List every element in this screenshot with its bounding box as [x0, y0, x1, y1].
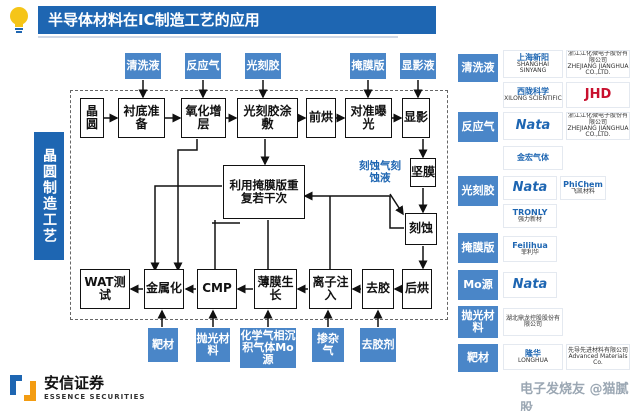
- material-cleaning-liquid: 清洗液: [125, 53, 161, 79]
- material-target: 靶材: [148, 328, 178, 362]
- panel-label-target: 靶材: [458, 344, 498, 372]
- company-name-en: ESSENCE SECURITIES: [44, 393, 146, 401]
- dinglong-logo: 湖北鼎龙控股股份有限公司: [503, 308, 563, 336]
- jhd-logo: JHD: [566, 82, 630, 108]
- step-post-bake: 后烘: [402, 269, 432, 309]
- nata-logo-3: Nata: [503, 272, 557, 298]
- watermark: 电子发烧友 @猫腻股: [520, 382, 629, 411]
- jinhong-logo: 金宏气体: [503, 146, 563, 170]
- step-hard-bake: 坚膜: [410, 158, 436, 187]
- etch-gas-liquid-note: 刻蚀气刻蚀液: [359, 160, 401, 185]
- step-thin-film-growth: 薄膜生长: [254, 269, 297, 309]
- panel-label-photomask: 掩膜版: [458, 233, 498, 263]
- material-dopant-gas: 掺杂气: [312, 328, 344, 362]
- step-alignment-exposure: 对准曝光: [345, 98, 392, 138]
- step-substrate-prep: 衬底准备: [118, 98, 165, 138]
- material-developer: 显影液: [400, 53, 436, 79]
- step-repeat-with-mask: 利用掩膜版重复若干次: [223, 165, 305, 219]
- step-strip-resist: 去胶: [362, 269, 394, 309]
- lightbulb-icon: [10, 7, 28, 33]
- panel-label-reaction-gas: 反应气: [458, 112, 498, 142]
- panel-label-polishing: 抛光材料: [458, 306, 498, 338]
- panel-label-photoresist: 光刻胶: [458, 176, 498, 206]
- material-cvd-gas-mo: 化学气相沉积气体Mo源: [240, 328, 296, 368]
- wafer-process-label: 晶圆制造工艺: [34, 132, 64, 260]
- material-photoresist: 光刻胶: [245, 53, 281, 79]
- step-etch: 刻蚀: [405, 213, 437, 245]
- page-title: 半导体材料在IC制造工艺的应用: [38, 6, 436, 34]
- step-wafer: 晶圆: [80, 98, 104, 138]
- company-name: 安信证券: [44, 374, 105, 392]
- title-underline: [38, 36, 398, 38]
- step-wat-test: WAT测试: [80, 269, 130, 309]
- step-photoresist-coating: 光刻胶涂敷: [237, 98, 298, 138]
- step-develop: 显影: [402, 98, 430, 138]
- step-prebake: 前烘: [306, 98, 336, 138]
- step-ion-implant: 离子注入: [309, 269, 352, 309]
- essence-securities-logo-icon: [10, 375, 36, 401]
- material-stripper: 去胶剂: [360, 328, 396, 362]
- nata-logo-2: Nata: [503, 176, 557, 200]
- step-metallization: 金属化: [144, 269, 184, 309]
- panel-label-cleaning: 清洗液: [458, 54, 498, 82]
- material-photomask: 掩膜版: [350, 53, 386, 79]
- panel-label-mo-source: Mo源: [458, 270, 498, 300]
- step-cmp: CMP: [197, 269, 237, 309]
- step-oxidation: 氧化增层: [181, 98, 226, 138]
- nata-logo-1: Nata: [503, 112, 563, 140]
- material-reaction-gas: 反应气: [185, 53, 221, 79]
- material-polishing: 抛光材料: [196, 328, 230, 362]
